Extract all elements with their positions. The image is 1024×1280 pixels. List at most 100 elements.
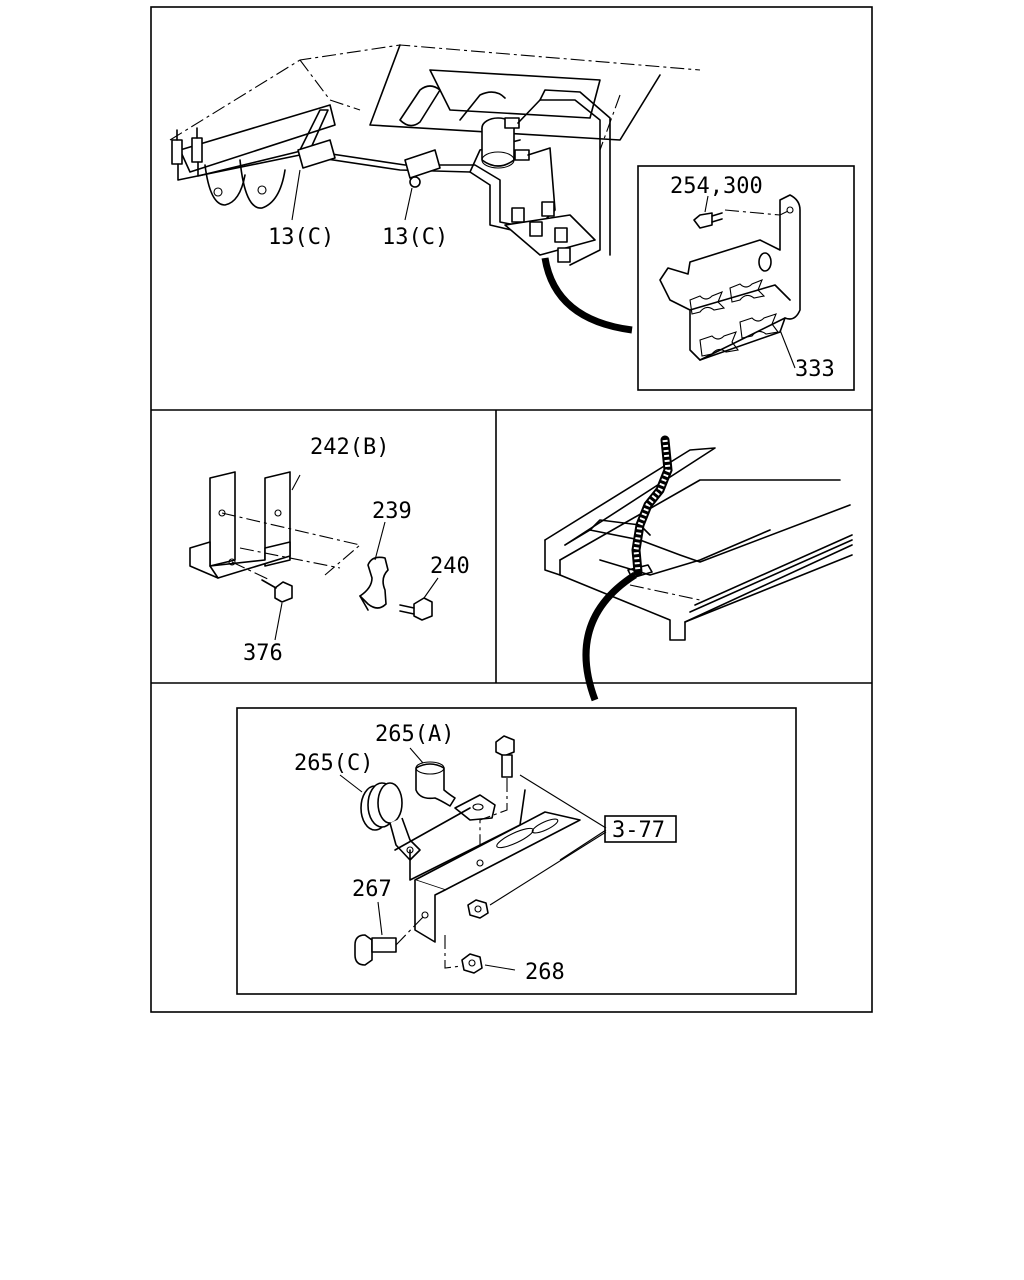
clamp-plate-hole bbox=[472, 803, 484, 811]
frame-crossmember-top bbox=[544, 447, 716, 546]
leader-376 bbox=[274, 602, 283, 641]
harness-corrugation bbox=[633, 439, 671, 573]
pipe-routing-drawing bbox=[169, 44, 701, 334]
leader-333 bbox=[779, 329, 796, 369]
junction-fitting-2 bbox=[529, 221, 543, 237]
label-239: 239 bbox=[372, 499, 412, 524]
bolt-240-head bbox=[413, 597, 433, 621]
leader-240 bbox=[423, 577, 439, 599]
brake-pipe-3 bbox=[517, 99, 601, 266]
floor-recess bbox=[429, 69, 601, 119]
part-labels: 13(C) 13(C) 254,300 333 242(B) 239 240 3… bbox=[243, 174, 835, 985]
leader-377-bottom bbox=[489, 831, 607, 906]
left-rail-hole-1 bbox=[213, 187, 223, 197]
reference-box bbox=[604, 815, 677, 843]
leader-13c-left bbox=[291, 169, 301, 221]
nut-268-hole bbox=[468, 959, 476, 967]
valve-port-2 bbox=[514, 149, 530, 161]
label-267: 267 bbox=[352, 877, 392, 902]
frame-rail-top bbox=[564, 504, 851, 563]
leader-13c-right bbox=[404, 187, 413, 221]
brake-pipe-2 bbox=[197, 149, 531, 229]
bracket-242-drawing bbox=[189, 471, 439, 641]
leader-242 bbox=[291, 474, 301, 491]
floor-slot bbox=[399, 85, 441, 127]
label-240: 240 bbox=[430, 554, 470, 579]
leader-377-top bbox=[519, 774, 607, 829]
bolt-267-head bbox=[354, 934, 373, 966]
bracket-slot-2 bbox=[739, 313, 779, 339]
leader-268 bbox=[484, 964, 516, 971]
support-lines bbox=[409, 789, 526, 881]
bracket-inset-frame bbox=[637, 165, 855, 391]
clamp-265a-top bbox=[415, 761, 445, 775]
bolt-254-axis bbox=[724, 209, 791, 216]
bracket-242-edge bbox=[209, 565, 219, 579]
bolt-240-shank-2 bbox=[399, 610, 415, 615]
grommet-265c-inner bbox=[377, 782, 403, 824]
leader-265a bbox=[409, 747, 424, 764]
label-265c: 265(C) bbox=[294, 751, 373, 776]
nut-268 bbox=[461, 953, 483, 974]
label-265a: 265(A) bbox=[375, 722, 454, 747]
bracket-242-hole-1 bbox=[218, 509, 226, 517]
bolt-top-axis bbox=[479, 778, 508, 860]
left-rail-lug-2 bbox=[239, 159, 286, 209]
valve-port-1 bbox=[504, 117, 520, 129]
bracket-lower-edge bbox=[699, 317, 786, 361]
valve-body bbox=[481, 128, 515, 167]
label-13c-right: 13(C) bbox=[382, 225, 448, 250]
frame-rail-line-1 bbox=[684, 554, 853, 623]
clamp-assembly-drawing bbox=[339, 735, 677, 974]
leader-265c bbox=[339, 774, 363, 793]
label-376: 376 bbox=[243, 641, 283, 666]
leader-267 bbox=[377, 901, 383, 936]
bracket-242-hole-2 bbox=[274, 509, 282, 517]
leader-239 bbox=[374, 521, 386, 561]
valve-bottom bbox=[481, 151, 515, 169]
nut-upper bbox=[467, 899, 489, 919]
pipe-end-fitting-2 bbox=[191, 137, 203, 163]
bolt-376-head bbox=[274, 581, 293, 603]
bolt-254-head bbox=[693, 212, 713, 229]
left-frame-rail bbox=[179, 104, 336, 173]
leader-377-mid bbox=[559, 829, 607, 861]
frame-centerline bbox=[169, 44, 701, 141]
bolt-240-shank bbox=[399, 604, 415, 609]
bolt-254-shank-2 bbox=[711, 218, 723, 223]
bolt-top-shank bbox=[501, 754, 513, 778]
left-rail-lug-1 bbox=[204, 164, 246, 206]
bolt-267-shank bbox=[371, 937, 397, 953]
junction-fitting-1 bbox=[511, 207, 525, 223]
clamp-main-bracket-side bbox=[414, 880, 446, 943]
frame-rail-line-2 bbox=[689, 539, 853, 613]
bracket-body bbox=[659, 194, 801, 361]
frame-rail-bottom bbox=[559, 544, 853, 641]
frame-pocket bbox=[589, 519, 651, 536]
floor-curve bbox=[459, 91, 506, 121]
left-rail-hole-2 bbox=[257, 185, 267, 195]
bolt-top-head bbox=[495, 735, 515, 757]
outer-frame bbox=[150, 6, 873, 1013]
frame-rail-line-3 bbox=[694, 534, 853, 606]
bracket-hole-a bbox=[476, 859, 484, 867]
bracket-slot-1 bbox=[699, 331, 739, 357]
label-254-300: 254,300 bbox=[670, 174, 763, 199]
bracket-slot-4 bbox=[729, 279, 766, 303]
bracket-242-left-plate bbox=[209, 471, 236, 567]
support-lines-2 bbox=[394, 807, 471, 851]
label-268: 268 bbox=[525, 960, 565, 985]
clamp-inset-frame bbox=[236, 707, 797, 995]
bracket-242-hole-3 bbox=[228, 558, 236, 566]
bracket-242-base bbox=[189, 541, 291, 579]
clip-239 bbox=[359, 556, 389, 609]
harness-conduit bbox=[631, 435, 673, 577]
callout-arc-top bbox=[541, 257, 633, 334]
bracket-242-axis-2 bbox=[239, 547, 341, 569]
clip-239-foot bbox=[359, 595, 369, 611]
label-242b: 242(B) bbox=[310, 435, 389, 460]
bolt-376-shank bbox=[261, 579, 277, 589]
clamp-265a bbox=[415, 763, 456, 807]
frame-dash-2 bbox=[299, 59, 361, 111]
